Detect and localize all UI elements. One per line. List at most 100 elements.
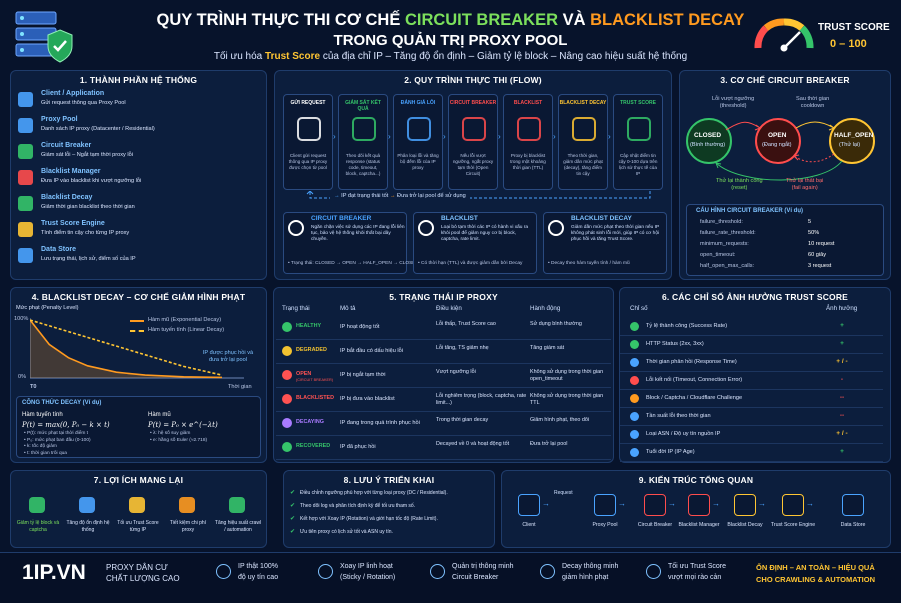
- panel-title: 6. CÁC CHỈ SỐ ẢNH HƯỞNG TRUST SCORE: [661, 292, 849, 302]
- cb-config-box: [686, 204, 884, 276]
- state-half-open-sub: (Thử lại): [839, 142, 861, 148]
- flow-step-title: TRUST SCORE: [620, 100, 656, 106]
- benefit-label: Giảm tỷ lệ block và captcha: [16, 520, 60, 533]
- flow-step-desc: Nếu lỗi vượt ngưỡng, ngắt proxy tạm thời…: [452, 153, 494, 176]
- flow-step-title: BLACKLIST DECAY: [559, 100, 607, 106]
- brain-icon: [430, 564, 445, 579]
- arrow-right-icon: →: [668, 499, 676, 508]
- status-badge: RECOVERED: [296, 443, 331, 449]
- circuit-state-diagram: [682, 86, 888, 198]
- info-card-title: BLACKLIST: [441, 215, 478, 222]
- decay-icon: [540, 564, 555, 579]
- page-title-line2: TRONG QUẢN TRỊ PROXY POOL: [333, 32, 568, 49]
- footer-feature-line2: độ uy tín cao: [238, 574, 279, 581]
- state-desc: IP hoạt động tốt: [340, 324, 380, 330]
- transition-reset: Thử lại thành công(reset): [716, 178, 763, 192]
- metric-name: Tuổi đời IP (IP Age): [646, 449, 695, 455]
- panel-title: 3. CƠ CHẾ CIRCUIT BREAKER: [720, 75, 850, 85]
- component-name: Circuit Breaker: [41, 142, 92, 149]
- arrow-right-icon: →: [542, 499, 550, 508]
- formula-note: • P(t): mức phạt tại thời điểm t: [24, 431, 89, 436]
- arrow-right-icon: ›: [553, 132, 556, 141]
- trophy-icon: [627, 117, 651, 141]
- metric-name: Block / Captcha / Cloudflare Challenge: [646, 395, 743, 401]
- check-icon: ✔: [290, 490, 296, 496]
- table-row: [620, 354, 883, 372]
- formula-title: CÔNG THỨC DECAY (Ví dụ): [22, 400, 102, 406]
- state-action: Sử dụng bình thường: [530, 321, 582, 327]
- arrow-right-icon: ›: [333, 132, 336, 141]
- info-card-foot: • Decay theo hàm tuyến tính / hàm mũ: [548, 261, 630, 266]
- server-icon: [594, 494, 616, 516]
- legend-lin-swatch: [130, 330, 144, 332]
- gauge-icon: [129, 497, 145, 513]
- metric-icon: [630, 430, 639, 439]
- state-action: Đưa trở lại pool: [530, 441, 568, 447]
- footer-feature-line1: Quản trị thông minh: [452, 563, 514, 570]
- note-item: Ưu tiên proxy có lịch sử tốt và ASN uy t…: [300, 529, 393, 535]
- metric-icon: [630, 358, 639, 367]
- config-key: minimum_requests:: [700, 241, 749, 247]
- info-card-desc: Giảm dần mức phạt theo thời gian nếu IP …: [571, 225, 660, 243]
- footer-tagline-2: CHẤT LƯỢNG CAO: [106, 574, 180, 583]
- metric-icon: [630, 412, 639, 421]
- panel-title: 1. THÀNH PHẦN HỆ THỐNG: [79, 75, 198, 85]
- state-open: OPEN: [768, 132, 787, 139]
- arrow-right-icon: →: [758, 499, 766, 508]
- flow-step-title: GỬI REQUEST: [290, 100, 326, 106]
- table-row: [276, 436, 611, 460]
- flow-step-title: ĐÁNH GIÁ LỖI: [400, 100, 436, 106]
- rocket-icon: [646, 564, 661, 579]
- status-badge: DECAYING: [296, 419, 324, 425]
- monitor-icon: [518, 494, 540, 516]
- table-header: Chỉ số: [630, 305, 648, 312]
- circuit-icon: [644, 494, 666, 516]
- state-desc: IP bắt đầu có dấu hiệu lỗi: [340, 348, 404, 354]
- arrow-right-icon: ›: [443, 132, 446, 141]
- magnifier-icon: [352, 117, 376, 141]
- trophy-icon: [782, 494, 804, 516]
- footer-logo[interactable]: 1IP.VN: [22, 561, 86, 584]
- clock-icon: [18, 196, 33, 211]
- config-key: open_timeout:: [700, 252, 736, 258]
- table-row: [276, 412, 611, 436]
- metric-impact: +: [840, 340, 844, 347]
- footer-feature-line1: Xoay IP linh hoạt: [340, 563, 393, 570]
- table-row: [620, 426, 883, 444]
- status-badge: DEGRADED: [296, 347, 327, 353]
- state-action: Giảm hình phạt, theo dõi: [530, 417, 590, 423]
- flow-step-title: GIÁM SÁT KẾT QUẢ: [345, 100, 381, 112]
- info-card-title: BLACKLIST DECAY: [571, 215, 632, 222]
- table-row: [620, 318, 883, 336]
- state-half-open: HALF_OPEN: [834, 132, 874, 139]
- state-open-sub: (Đang ngắt): [762, 142, 792, 148]
- metric-name: Thời gian phản hồi (Response Time): [646, 359, 737, 365]
- status-icon: [282, 418, 292, 428]
- monitor-icon: [297, 117, 321, 141]
- component-name: Data Store: [41, 246, 77, 253]
- formula-note: • e: hằng số Euler (≈2.718): [150, 437, 208, 443]
- state-cond: Lỗi tăng, TS giảm nhẹ: [436, 345, 489, 351]
- metric-name: HTTP Status (2xx, 3xx): [646, 341, 704, 347]
- panel-title: 2. QUY TRÌNH THỰC THI (FLOW): [404, 75, 542, 85]
- series-area: [30, 320, 222, 378]
- table-row: [620, 336, 883, 354]
- decay-chart: [30, 318, 244, 379]
- component-desc: Danh sách IP proxy (Datacenter / Residen…: [41, 126, 155, 132]
- formula-note: • λ: hệ số suy giảm: [150, 431, 191, 436]
- component-desc: Đưa IP vào blacklist khi vượt ngưỡng lỗi: [41, 178, 142, 184]
- flow-step-desc: Theo thời gian, giảm dần mức phạt (decay…: [563, 153, 603, 176]
- arch-node-label: Client: [522, 522, 536, 528]
- info-card: [543, 212, 667, 274]
- status-badge: OPEN: [296, 371, 312, 377]
- chart-x0: T0: [30, 384, 37, 390]
- flow-step-desc: Proxy bị blacklist trong một khoảng thời…: [510, 153, 546, 170]
- trust-score-range: 0 – 100: [830, 38, 867, 50]
- table-row: [620, 408, 883, 426]
- flow-step: GỬI REQUEST Client gửi request thông qua …: [283, 94, 333, 190]
- footer-feature-line2: vượt mọi rào cản: [668, 574, 722, 581]
- cb-config-title: CẤU HÌNH CIRCUIT BREAKER (Ví dụ): [696, 208, 803, 214]
- page-title: QUY TRÌNH THỰC THI CƠ CHẾ CIRCUIT BREAKE…: [156, 11, 745, 29]
- flow-step-desc: Client gửi request thông qua IP proxy đư…: [288, 153, 328, 170]
- status-icon: [282, 322, 292, 332]
